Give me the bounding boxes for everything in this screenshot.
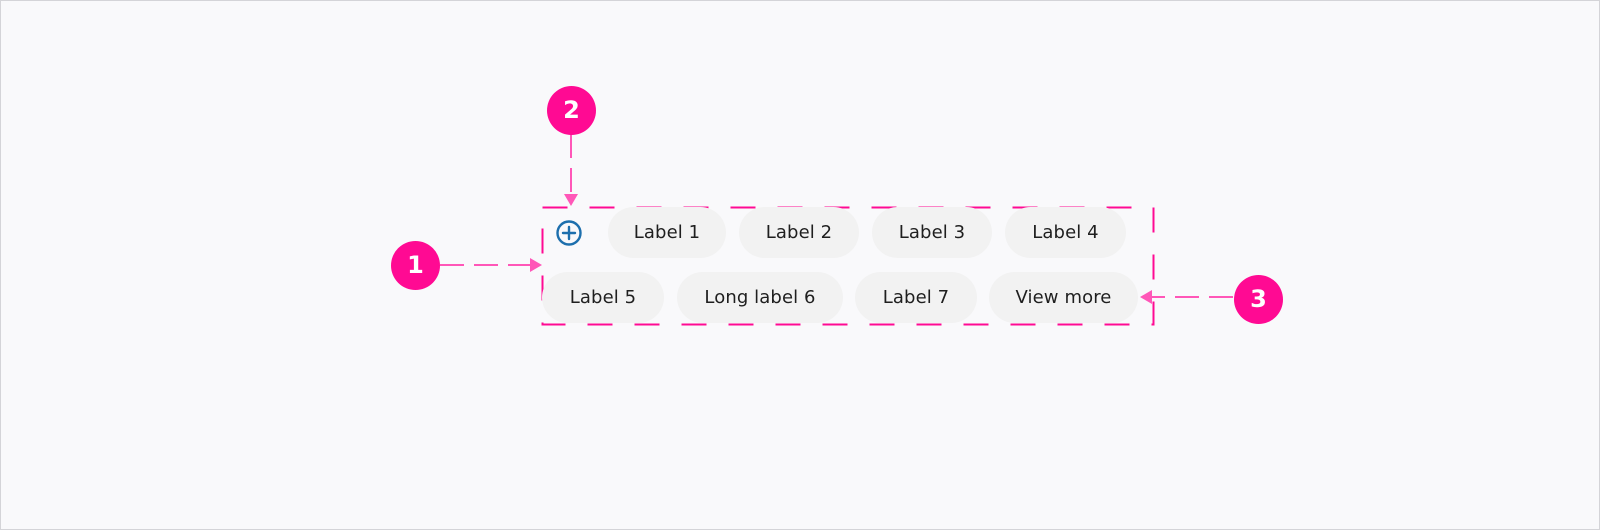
- tag-label-5[interactable]: Label 5: [542, 272, 664, 323]
- callout-3-arrowhead-icon: [1140, 290, 1152, 304]
- tag-set-boundary: [541, 206, 1155, 326]
- callout-1: 1: [391, 241, 440, 290]
- callout-2: 2: [547, 86, 596, 135]
- tag-label-3[interactable]: Label 3: [872, 207, 992, 258]
- callout-1-arrowhead-icon: [530, 258, 542, 272]
- plus-circle-icon[interactable]: [555, 219, 583, 247]
- tag-label-2[interactable]: Label 2: [739, 207, 859, 258]
- tag-label-4[interactable]: Label 4: [1005, 207, 1126, 258]
- tag-label-7[interactable]: Label 7: [855, 272, 977, 323]
- tag-label-1[interactable]: Label 1: [608, 207, 726, 258]
- callout-2-arrowhead-icon: [564, 194, 578, 206]
- tag-long-label-6[interactable]: Long label 6: [677, 272, 843, 323]
- view-more-button[interactable]: View more: [989, 272, 1138, 323]
- callout-3: 3: [1234, 275, 1283, 324]
